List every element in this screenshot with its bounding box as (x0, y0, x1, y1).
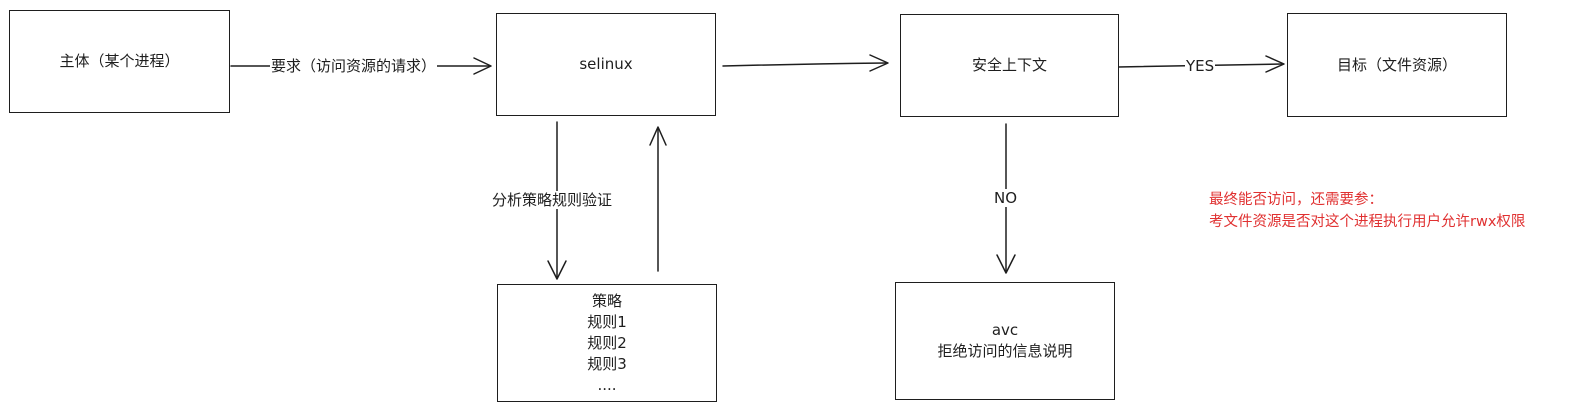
arrowhead-return (649, 126, 667, 146)
policy-title: 策略 (591, 291, 622, 310)
policy-rule-1: 规则1 (587, 312, 627, 331)
target-label: 目标（文件资源） (1336, 55, 1457, 74)
context-label: 安全上下文 (971, 56, 1047, 74)
target-box: 目标（文件资源） (1287, 13, 1507, 117)
edge-selinux-context (722, 62, 887, 67)
avc-box: avc 拒绝访问的信息说明 (895, 282, 1115, 400)
arrowhead-request (473, 57, 492, 75)
arrowhead-no (996, 254, 1016, 274)
access-note-line-1: 最终能否访问，还需要参： (1209, 192, 1383, 208)
arrowhead-analyze (547, 260, 567, 280)
arrowhead-yes (1265, 55, 1285, 73)
edge-label-request: 要求（访问资源的请求） (270, 57, 438, 75)
policy-box: 策略 规则1 规则2 规则3 .... (497, 284, 717, 402)
selinux-label: selinux (579, 55, 633, 73)
access-note: 最终能否访问，还需要参： 考文件资源是否对这个进程执行用户允许rwx权限 (1209, 189, 1525, 233)
subject-box: 主体（某个进程） (9, 10, 230, 113)
policy-rule-3: 规则3 (587, 354, 627, 373)
edge-label-no: NO (993, 189, 1019, 207)
avc-description: 拒绝访问的信息说明 (937, 342, 1073, 360)
subject-label: 主体（某个进程） (59, 52, 180, 70)
access-note-line-2: 考文件资源是否对这个进程执行用户允许rwx权限 (1209, 214, 1526, 230)
edge-label-analyze: 分析策略规则验证 (491, 191, 614, 209)
policy-ellipsis: .... (597, 375, 617, 394)
avc-title: avc (991, 321, 1019, 339)
arrowhead-selinux-context (869, 54, 889, 72)
context-box: 安全上下文 (900, 14, 1119, 117)
policy-rule-2: 规则2 (587, 333, 627, 352)
edge-label-yes: YES (1185, 57, 1216, 75)
selinux-box: selinux (496, 13, 716, 116)
